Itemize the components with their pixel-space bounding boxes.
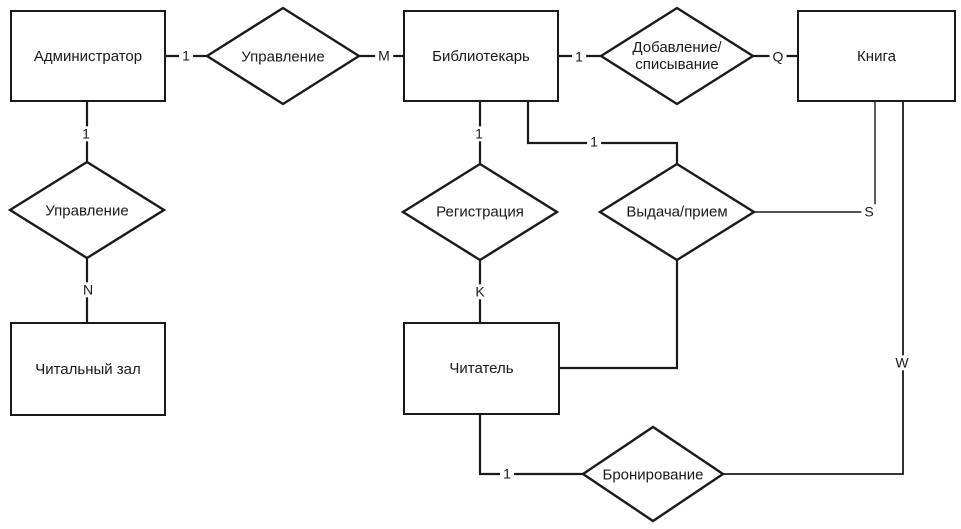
entity-administrator: Администратор (10, 10, 166, 102)
connector-issuereceive-book (753, 101, 876, 213)
entity-book: Книга (797, 10, 956, 102)
relationship-booking-shape (580, 425, 726, 523)
relationship-management-2-shape (7, 160, 167, 260)
relationship-management-1-shape (204, 6, 362, 106)
connector-booking-book (721, 101, 904, 475)
relationship-registration-shape (400, 162, 560, 262)
relationship-add-writeoff-shape (598, 6, 756, 106)
entity-reading-room: Читальный зал (10, 322, 166, 416)
relationship-issue-receive-shape (597, 162, 757, 262)
connector-reader-issuereceive (558, 258, 679, 370)
entity-librarian: Библиотекарь (403, 10, 559, 102)
connector-reader-booking (478, 413, 585, 476)
connector-librarian-issuereceive (526, 101, 679, 166)
entity-reader: Читатель (403, 322, 560, 415)
